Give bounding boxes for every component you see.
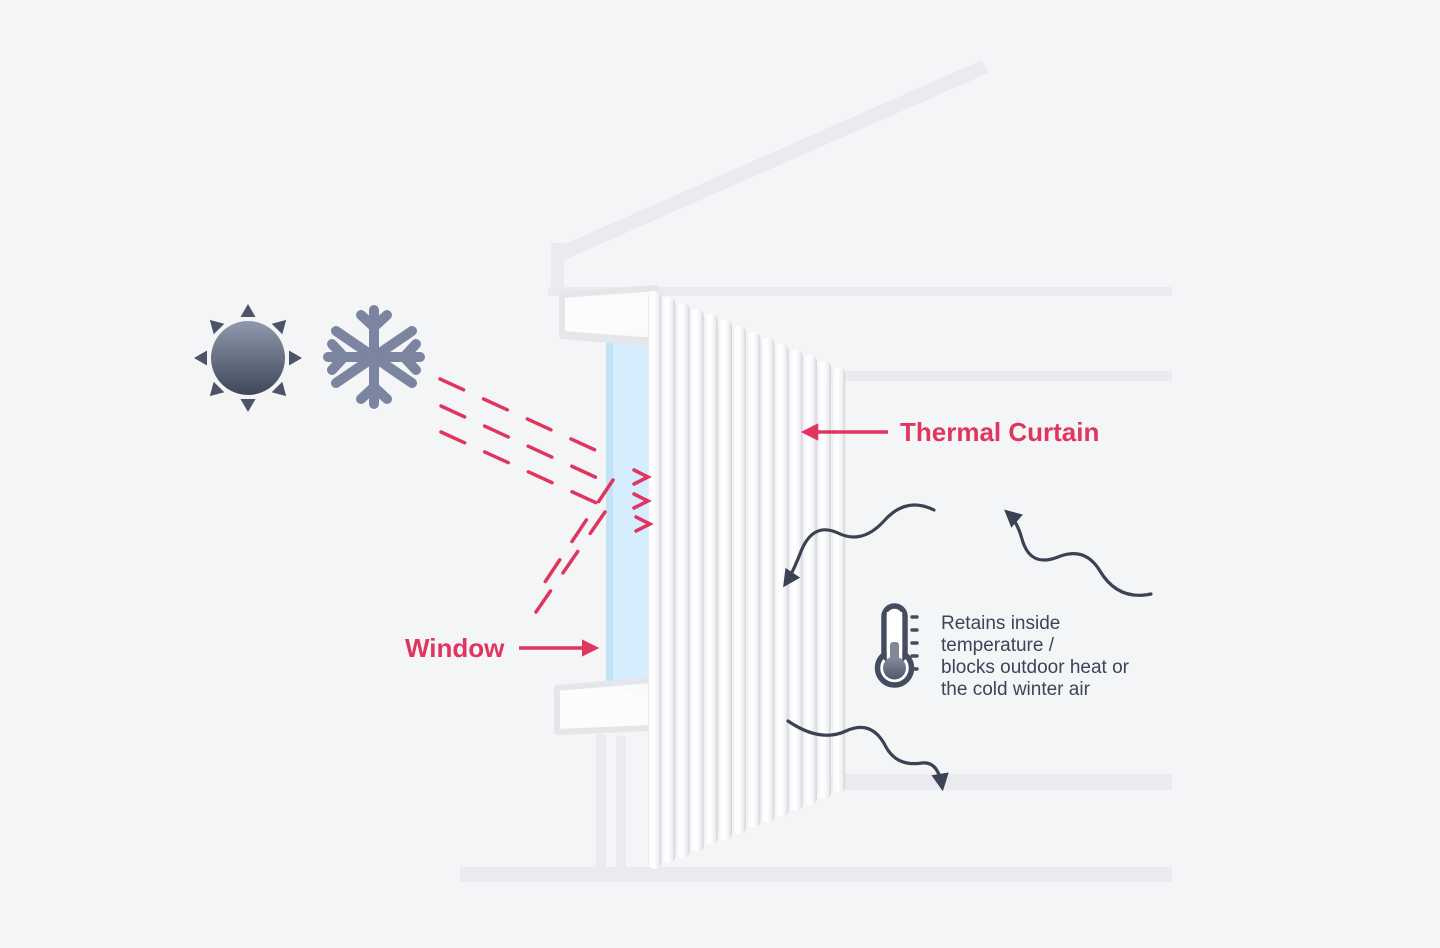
reflected-ray [535,478,615,596]
thermal-curtain-label: Thermal Curtain [900,417,1099,447]
wall-post-right [616,736,626,868]
soffit-band [828,371,1172,381]
curtain-pleat [648,291,662,869]
window-glass [606,326,650,700]
curtain-pleat [718,320,732,840]
curtain-pleat [803,355,817,805]
curtain-pleat [676,303,690,858]
curtain-pleat [747,332,761,828]
window-callout: Window [405,633,600,663]
curtain-pleat [662,297,676,863]
ceiling-band [548,287,1172,296]
incoming-ray [439,404,608,484]
wavy-airflow-arrow [1004,509,1153,597]
wall-post-left [596,734,606,868]
curtain-pleat [832,367,846,793]
thermometer-icon [874,603,919,688]
description-line: the cold winter air [941,679,1091,700]
reflected-ray [534,510,607,614]
ground-band [460,867,1172,882]
curtain-pleat [704,314,718,845]
description-line: temperature / [941,635,1055,656]
transmitted-chevron [632,468,652,486]
window-glass-edge [606,334,613,685]
sun-icon [194,304,302,412]
airflow-arrows [783,503,1153,792]
house-structure [460,60,1172,882]
wavy-airflow-arrow [783,503,936,588]
roof-line [556,60,988,261]
heat-rays [438,377,654,614]
description-text: Retains inside temperature / blocks outd… [941,613,1130,700]
curtain-pleat [690,309,704,852]
curtain-pleat [789,350,803,811]
thermal-curtain-graphic [648,291,846,869]
window-label: Window [405,633,505,663]
thermal-curtain-callout: Thermal Curtain [800,417,1099,447]
description-line: Retains inside [941,613,1060,634]
curtain-pleat [761,338,775,823]
description-line: blocks outdoor heat or [941,657,1130,678]
wavy-airflow-arrow [786,719,949,792]
transmitted-chevron [632,492,652,510]
interior-floor-band [828,774,1172,790]
roof-gable-edge [551,243,564,293]
curtain-pleat [817,361,831,799]
snowflake-icon [323,305,425,409]
incoming-ray [439,430,614,512]
transmitted-chevron [634,515,654,533]
curtain-pleat [732,326,747,834]
curtain-pleat [775,344,789,817]
incoming-ray [438,377,608,457]
window-sill [554,677,654,735]
window-header-bottom-line [561,331,657,344]
